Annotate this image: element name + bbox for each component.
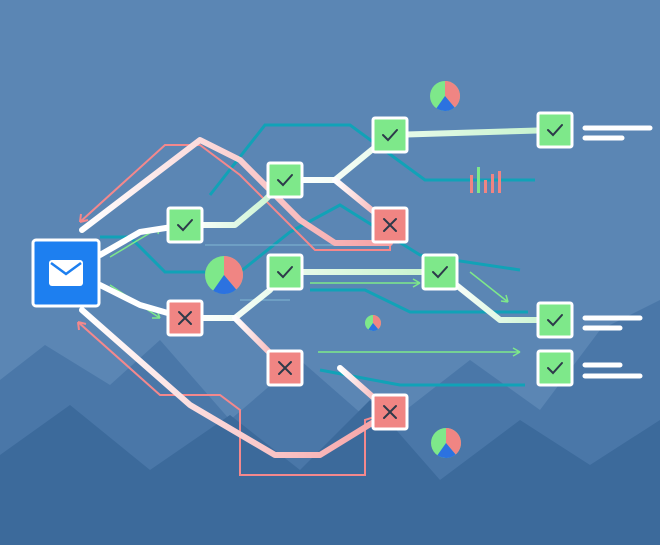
node-group bbox=[166, 111, 574, 431]
failure-node bbox=[266, 349, 304, 387]
checkmark-icon bbox=[382, 129, 398, 142]
checkmark-icon bbox=[547, 124, 563, 137]
mountain-front bbox=[0, 400, 660, 545]
checkmark-icon bbox=[547, 314, 563, 327]
failure-node bbox=[166, 299, 204, 337]
failure-node bbox=[371, 393, 409, 431]
checkmark-icon bbox=[277, 174, 293, 187]
success-node bbox=[536, 301, 574, 339]
cross-icon bbox=[178, 311, 192, 325]
pie-chart-icon bbox=[430, 81, 461, 112]
envelope-icon bbox=[49, 260, 83, 286]
checkmark-icon bbox=[277, 266, 293, 279]
cross-icon bbox=[383, 405, 397, 419]
checkmark-icon bbox=[177, 219, 193, 232]
success-node bbox=[266, 253, 304, 291]
white-tracks bbox=[79, 127, 558, 458]
email-source-node bbox=[31, 238, 101, 308]
cross-icon bbox=[383, 218, 397, 232]
failure-node bbox=[371, 206, 409, 244]
checkmark-icon bbox=[547, 362, 563, 375]
pie-chart-icon bbox=[205, 256, 244, 294]
bar-chart-icon bbox=[470, 167, 501, 193]
success-node bbox=[421, 253, 459, 291]
pie-chart-icon bbox=[365, 315, 381, 331]
checkmark-icon bbox=[432, 266, 448, 279]
success-node bbox=[166, 206, 204, 244]
success-node bbox=[536, 111, 574, 149]
pie-chart-icon bbox=[431, 428, 462, 458]
cross-icon bbox=[278, 361, 292, 375]
success-node bbox=[371, 116, 409, 154]
success-node bbox=[536, 349, 574, 387]
success-node bbox=[266, 161, 304, 199]
text-placeholder-lines bbox=[582, 125, 653, 379]
